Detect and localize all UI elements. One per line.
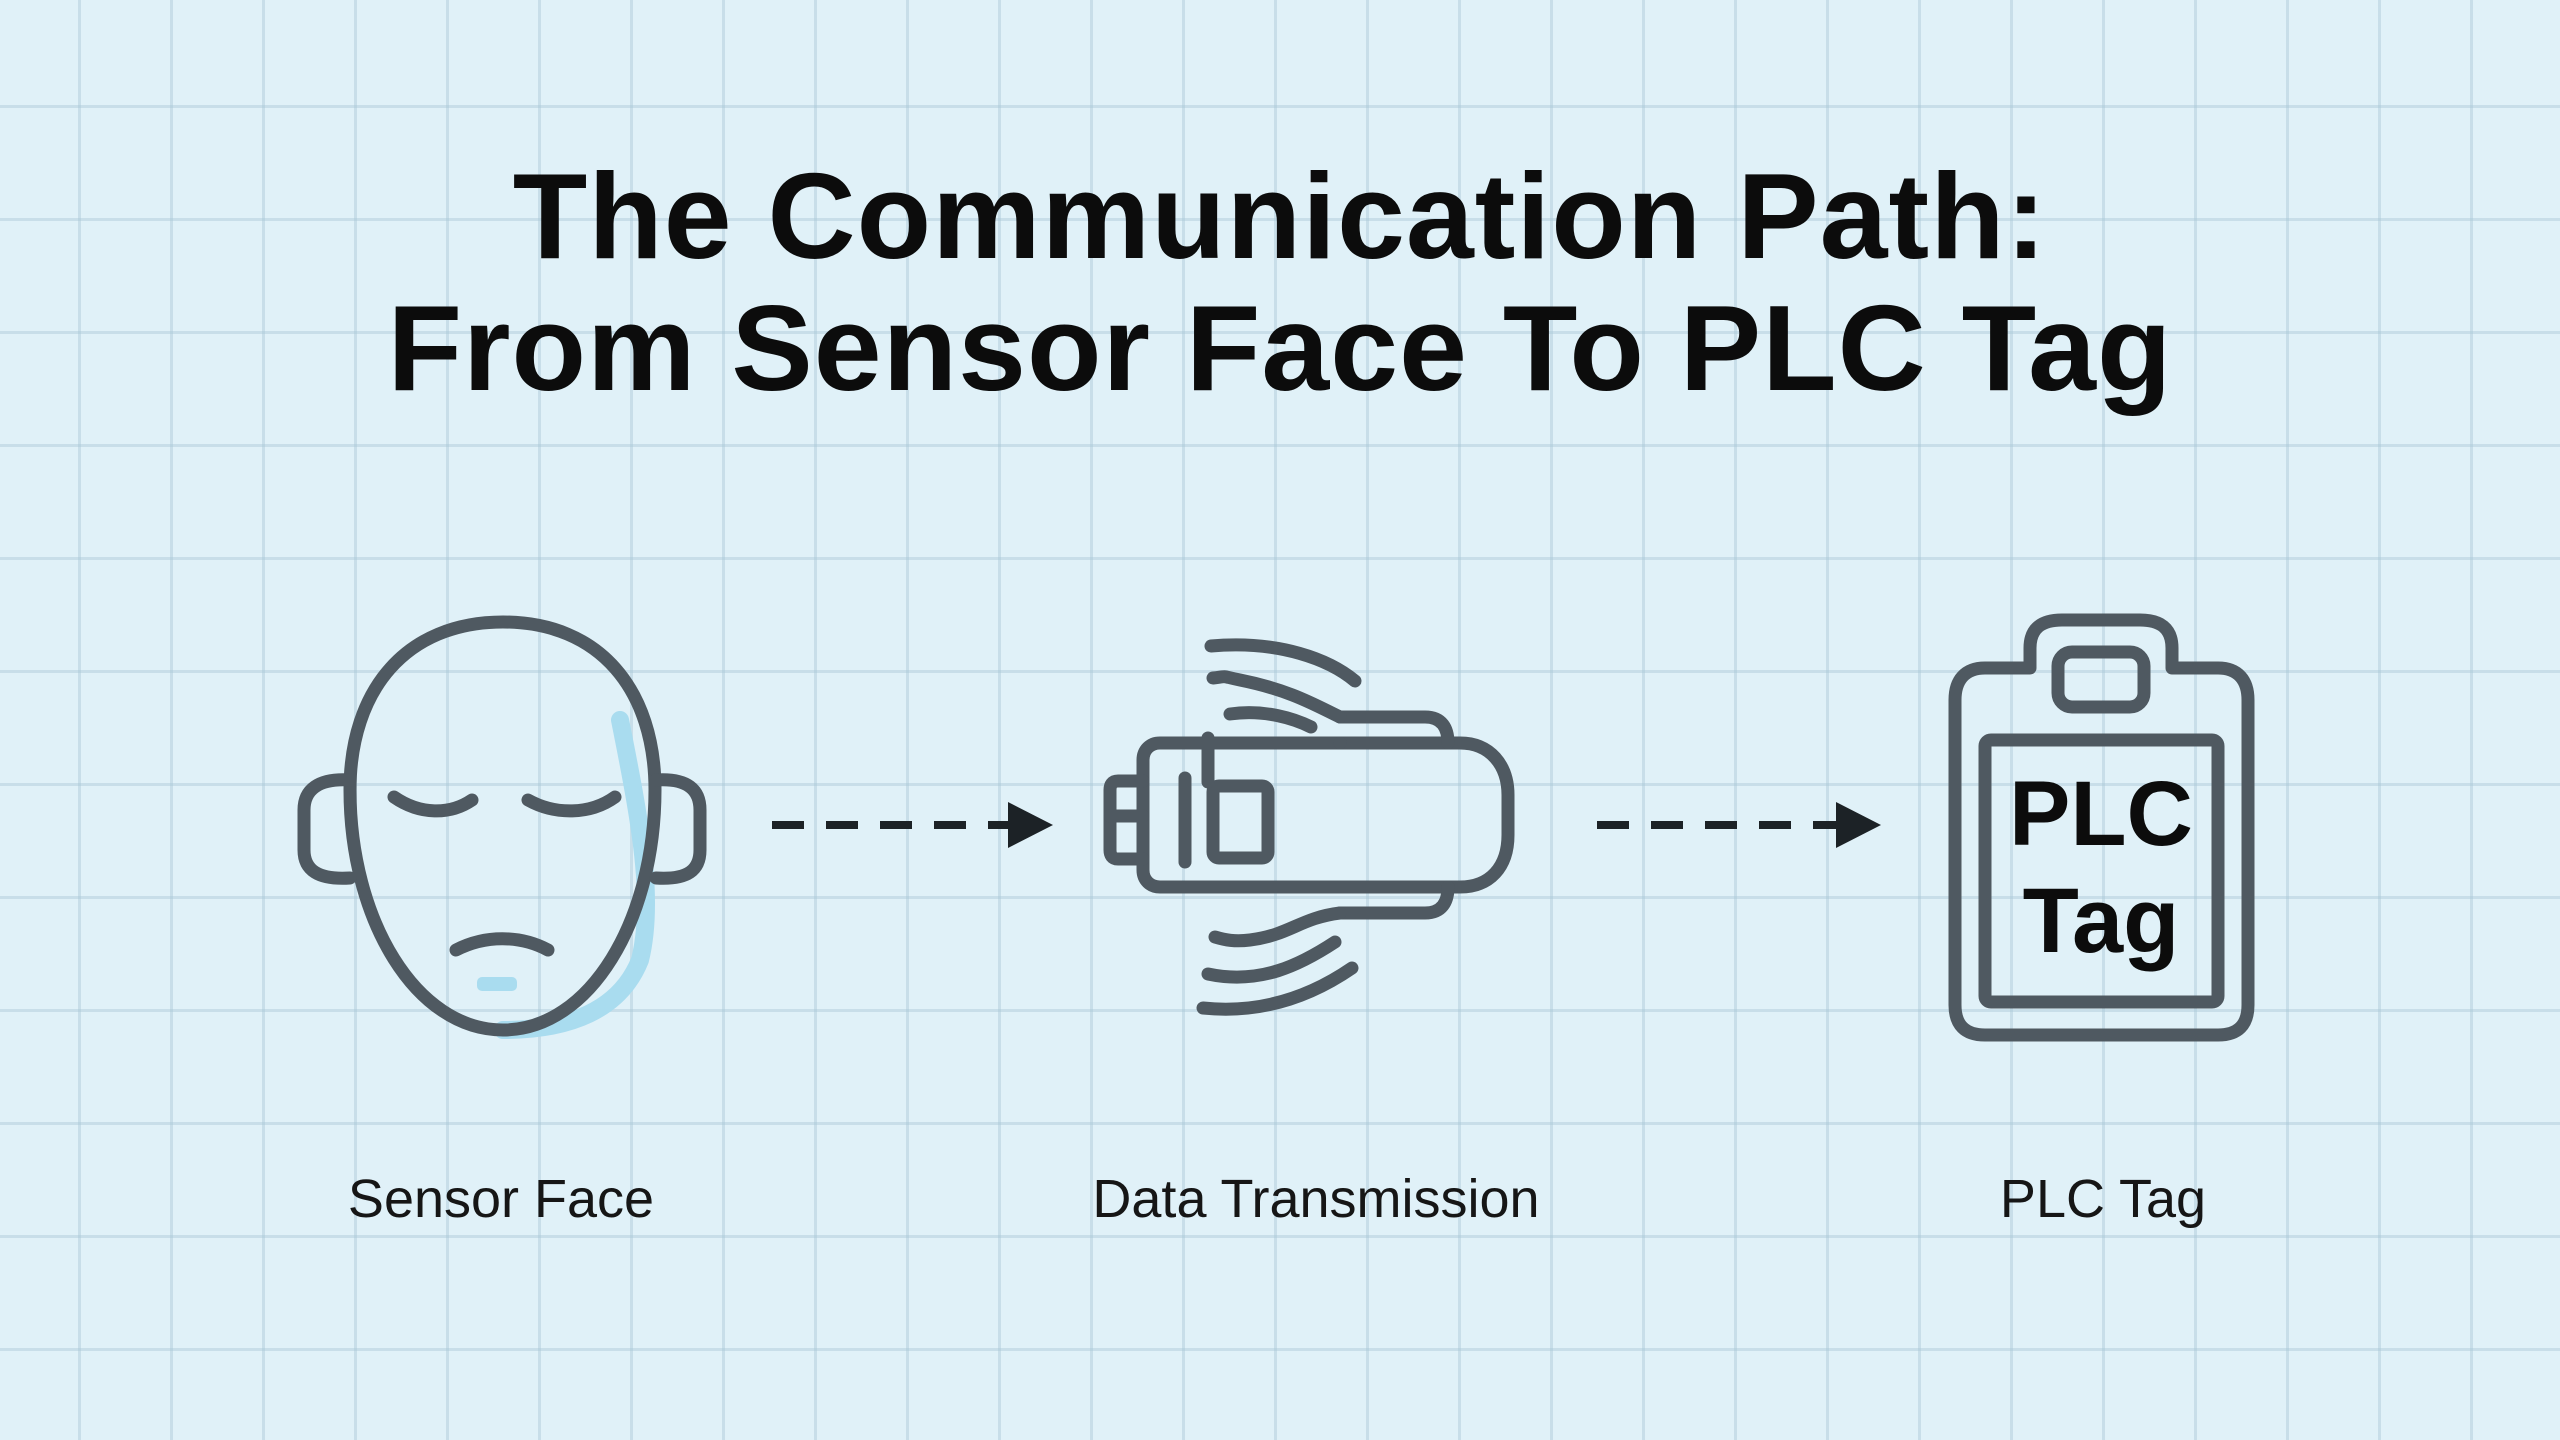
step-label-sensor-face: Sensor Face [347,1169,655,1229]
transmitter-icon [1103,638,1515,1016]
arrow-2 [1597,802,1881,848]
tag-text-line-2: Tag [2023,870,2180,972]
step-label-plc-tag: PLC Tag [1999,1169,2207,1229]
clipboard-tag-icon: PLC Tag [1948,613,2255,1042]
title-line-2: From Sensor Face To PLC Tag [387,280,2173,416]
diagram-title: The Communication Path: From Sensor Face… [0,150,2560,414]
tag-text-line-1: PLC [2009,763,2193,865]
title-line-1: The Communication Path: [512,148,2048,284]
face-icon [297,615,707,1039]
arrow-1 [772,802,1053,848]
step-label-data-transmission: Data Transmission [1092,1169,1540,1229]
